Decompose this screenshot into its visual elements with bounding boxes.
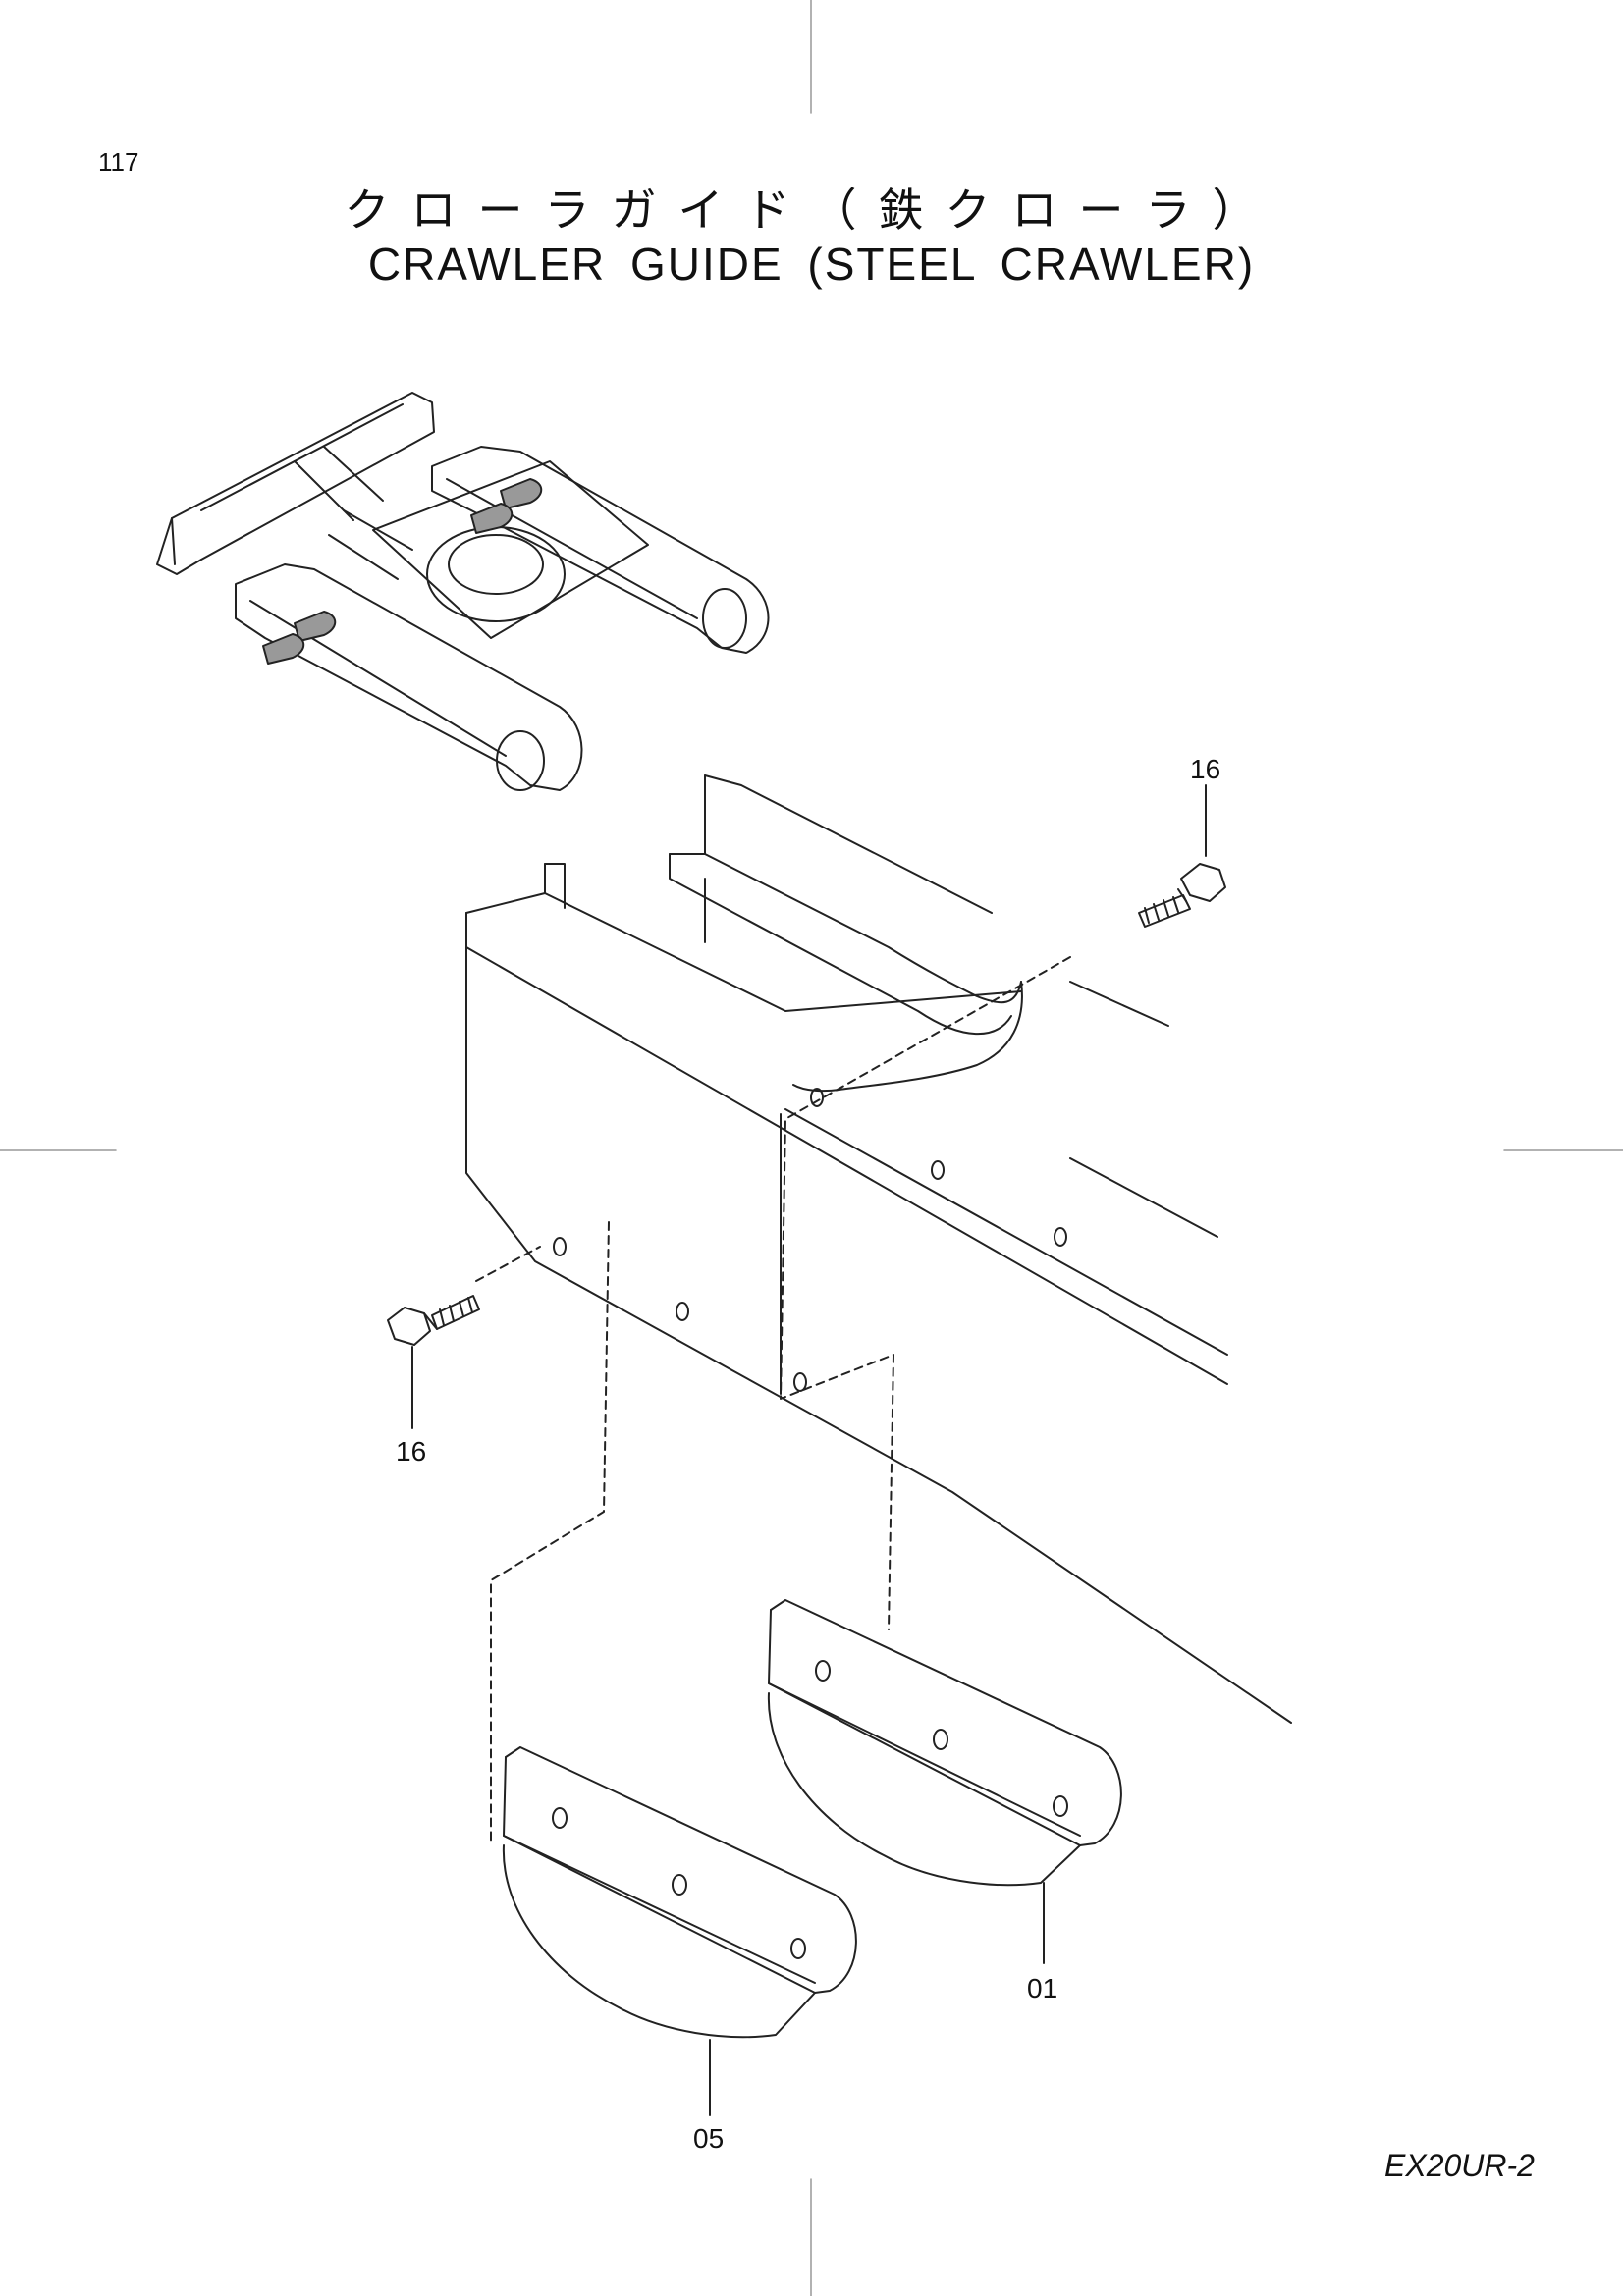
bolt-upper: [1138, 784, 1226, 928]
track-frame: [465, 774, 1292, 1724]
page-number: 117: [98, 147, 139, 177]
assembly-lines: [475, 956, 1071, 1846]
page-title-english: CRAWLER GUIDE (STEEL CRAWLER): [367, 239, 1256, 290]
callout-guide-01: 01: [1027, 1973, 1057, 2003]
callout-guide-05: 05: [693, 2123, 724, 2154]
crawler-guide-01: [767, 1599, 1122, 1964]
excavator-overview: [156, 392, 770, 791]
callout-bolt-upper: 16: [1190, 754, 1220, 784]
bolt-lower: [387, 1295, 480, 1429]
page-title-japanese: クローラガイド（鉄クローラ）: [344, 184, 1279, 237]
model-code: EX20UR-2: [1384, 2148, 1535, 2183]
callout-bolt-lower: 16: [396, 1436, 426, 1467]
crawler-guide-05: [502, 1746, 857, 2116]
